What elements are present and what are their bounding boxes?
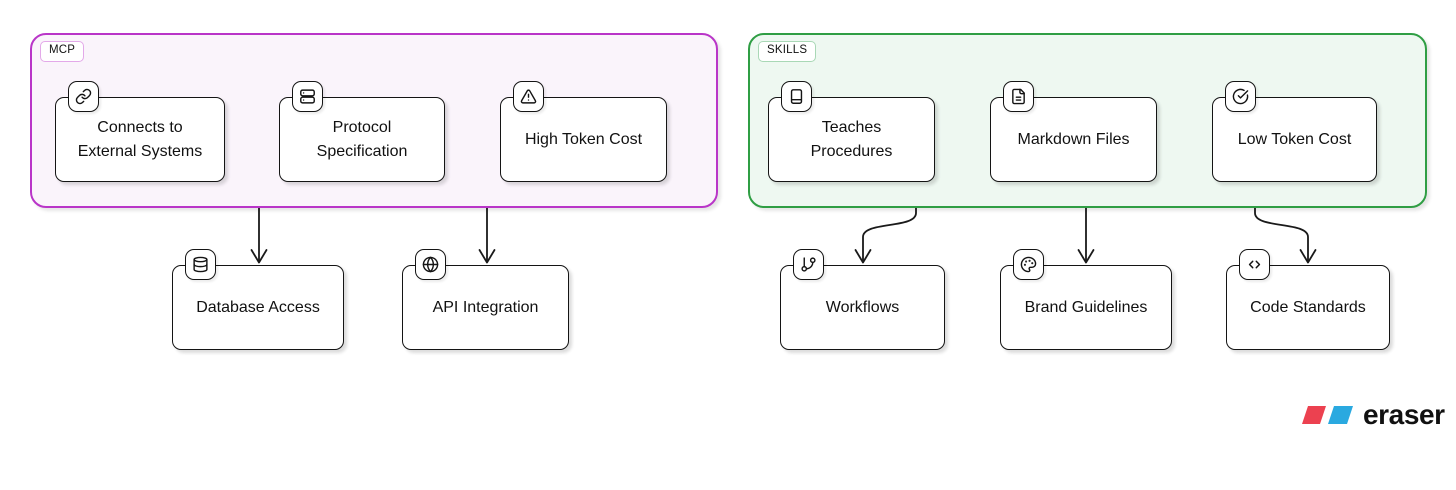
warning-triangle-icon: [520, 89, 537, 104]
edge-skills-to-brand: [1077, 204, 1095, 264]
node-label: High Token Cost: [524, 130, 643, 148]
eraser-logo-blue-shape: [1328, 406, 1353, 424]
eraser-logo-text: eraser: [1363, 399, 1445, 430]
icon-badge: [1003, 81, 1034, 112]
icon-badge: [1225, 81, 1256, 112]
node-label: Low Token Cost: [1237, 130, 1352, 148]
file-text-icon: [1012, 88, 1025, 105]
node-protocol-specification[interactable]: Protocol Specification: [279, 81, 445, 182]
node-label: Teaches Procedures: [810, 119, 893, 160]
node-label: Workflows: [825, 298, 900, 316]
edge-skills-to-workflows: [854, 204, 917, 264]
icon-badge: [793, 249, 824, 280]
palette-icon: [1020, 256, 1037, 273]
icon-badge: [1013, 249, 1044, 280]
edge-mcp-to-api: [478, 204, 496, 264]
book-icon: [790, 89, 803, 104]
node-database-access[interactable]: Database Access: [172, 249, 344, 350]
icon-badge: [513, 81, 544, 112]
node-markdown-files[interactable]: Markdown Files: [990, 81, 1157, 182]
node-label: Database Access: [196, 298, 320, 316]
icon-badge: [1239, 249, 1270, 280]
eraser-logo[interactable]: eraser: [1302, 401, 1445, 429]
node-label: Connects to External Systems: [77, 119, 203, 160]
icon-badge: [415, 249, 446, 280]
eraser-logo-red-shape: [1302, 406, 1326, 424]
icon-badge: [781, 81, 812, 112]
node-label: Brand Guidelines: [1024, 298, 1148, 316]
check-circle-icon: [1232, 88, 1249, 105]
node-label: API Integration: [432, 298, 539, 316]
node-api-integration[interactable]: API Integration: [402, 249, 569, 350]
link-icon: [75, 88, 92, 105]
node-code-standards[interactable]: Code Standards: [1226, 249, 1390, 350]
server-icon: [300, 89, 315, 104]
node-brand-guidelines[interactable]: Brand Guidelines: [1000, 249, 1172, 350]
icon-badge: [292, 81, 323, 112]
node-label: Markdown Files: [1017, 130, 1130, 148]
group-mcp-label: MCP: [40, 41, 85, 62]
icon-badge: [185, 249, 216, 280]
edge-mcp-to-database: [250, 204, 268, 264]
node-workflows[interactable]: Workflows: [780, 249, 945, 350]
node-connects-to-external-systems[interactable]: Connects to External Systems: [55, 81, 225, 182]
node-label: Protocol Specification: [316, 119, 408, 160]
icon-badge: [68, 81, 99, 112]
database-icon: [193, 256, 208, 273]
git-branch-icon: [801, 257, 816, 272]
node-label: Code Standards: [1250, 298, 1366, 316]
group-skills-label: SKILLS: [758, 41, 817, 62]
code-icon: [1248, 260, 1261, 269]
node-high-token-cost[interactable]: High Token Cost: [500, 81, 667, 182]
node-low-token-cost[interactable]: Low Token Cost: [1212, 81, 1377, 182]
eraser-logo-mark: [1302, 406, 1353, 424]
node-teaches-procedures[interactable]: Teaches Procedures: [768, 81, 935, 182]
globe-icon: [422, 256, 439, 273]
